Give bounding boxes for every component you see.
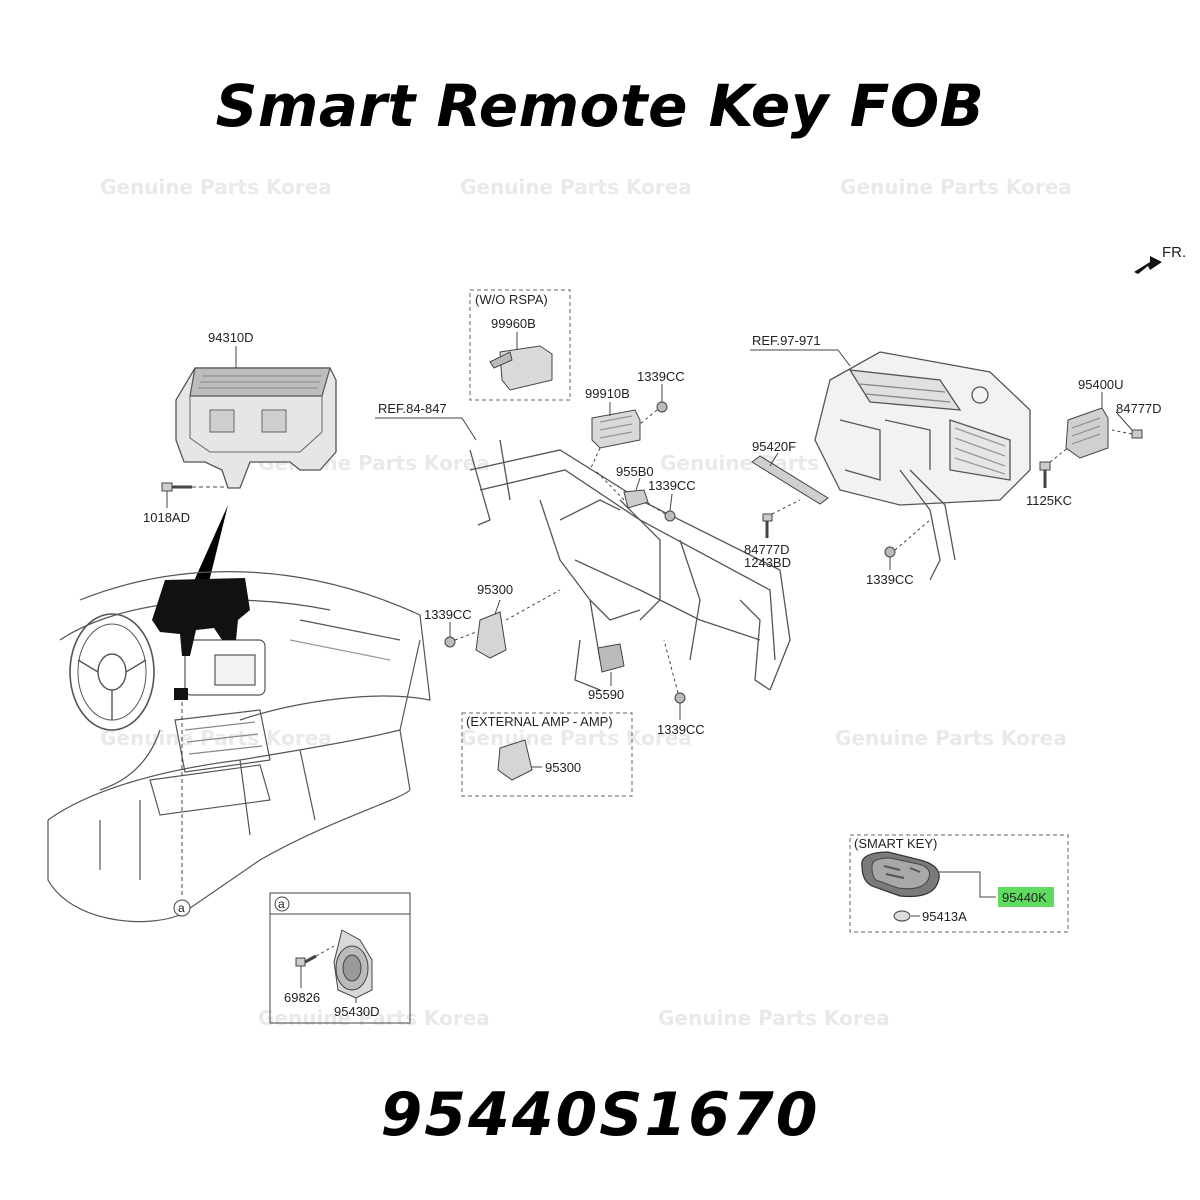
front-arrow-icon: [1134, 256, 1162, 274]
nut-1339CC-right: [884, 519, 931, 570]
label-95430D: 95430D: [334, 1004, 380, 1019]
label-99960B: 99960B: [491, 316, 536, 331]
detail-box-a: a: [269, 892, 411, 1024]
location-pointer: [190, 505, 228, 594]
switch-location-highlight: [174, 688, 188, 700]
switch-95430D: [333, 929, 373, 999]
watermark: Genuine Parts Korea: [840, 175, 1072, 199]
hvac-unit: [814, 351, 1031, 581]
label-84777D-left: 84777D: [744, 542, 790, 557]
steering-wheel-icon: [69, 613, 155, 731]
label-1339CC-bottom: 1339CC: [657, 722, 705, 737]
group-smart-key: (SMART KEY): [854, 836, 937, 851]
label-99910B: 99910B: [585, 386, 630, 401]
wo-rspa-group: [469, 289, 571, 401]
label-1018AD: 1018AD: [143, 510, 190, 525]
label-69826: 69826: [284, 990, 320, 1005]
label-955B0: 955B0: [616, 464, 654, 479]
watermark: Genuine Parts Korea: [258, 1006, 490, 1030]
label-1339CC-right: 1339CC: [866, 572, 914, 587]
module-95300-amp: [497, 739, 542, 781]
watermark: Genuine Parts Korea: [100, 726, 332, 750]
label-95413A: 95413A: [922, 909, 967, 924]
nut-1339CC-bottom: [663, 639, 686, 720]
label-95420F: 95420F: [752, 439, 796, 454]
screw-69826: [295, 945, 335, 988]
label-1125KC: 1125KC: [1026, 493, 1072, 508]
control-unit-94310D: [175, 367, 337, 489]
watermark: Genuine Parts Korea: [460, 175, 692, 199]
group-external-amp: (EXTERNAL AMP - AMP): [466, 714, 613, 729]
front-label: FR.: [1162, 244, 1186, 261]
module-95300-main: [475, 589, 561, 659]
smart-key-group: [849, 834, 1069, 933]
bolt-84777D-left: [762, 499, 801, 538]
label-1243BD: 1243BD: [744, 555, 791, 570]
label-1339CC-left: 1339CC: [424, 607, 472, 622]
label-95400U: 95400U: [1078, 377, 1124, 392]
highlight-95440K: [998, 887, 1054, 907]
ref-84-847: REF.84-847: [378, 401, 447, 416]
battery-95413A: [893, 910, 920, 922]
label-84777D-right: 84777D: [1116, 401, 1162, 416]
module-99910B: [591, 409, 641, 449]
label-94310D: 94310D: [208, 330, 254, 345]
external-amp-group: [461, 712, 633, 797]
module-95400U: [1065, 392, 1109, 459]
bolt-1125KC: [1039, 447, 1069, 488]
smart-key-fob-95440K: [861, 851, 940, 898]
detail-callout-a: a: [278, 897, 285, 911]
cowl-crossbar: [469, 439, 791, 691]
antenna-95420F: [751, 452, 829, 505]
sensor-955B0: [594, 469, 649, 509]
sensor-99960B: [489, 345, 553, 391]
nut-1339CC-top: [639, 384, 668, 425]
label-95300-amp: 95300: [545, 760, 581, 775]
bolt-84777D-right: [1111, 411, 1143, 439]
front-direction-indicator: FR.: [1134, 244, 1186, 274]
label-95440K: 95440K: [1002, 890, 1047, 905]
label-95300-main: 95300: [477, 582, 513, 597]
dashboard-illustration: [47, 571, 431, 923]
group-wo-rspa: (W/O RSPA): [475, 292, 548, 307]
ref-97-971: REF.97-971: [752, 333, 821, 348]
page-title: Smart Remote Key FOB: [215, 72, 985, 140]
watermark: Genuine Parts Korea: [460, 726, 692, 750]
module-95590: [597, 643, 625, 686]
watermark: Genuine Parts Korea: [100, 175, 332, 199]
watermark: Genuine Parts Korea: [835, 726, 1067, 750]
label-1339CC-top: 1339CC: [637, 369, 685, 384]
callout-a: a: [178, 901, 185, 915]
part-number: 95440S1670: [380, 1080, 820, 1150]
label-1339CC-mid: 1339CC: [648, 478, 696, 493]
label-95590: 95590: [588, 687, 624, 702]
nut-1339CC-left: [444, 622, 477, 648]
nut-1339CC-mid: [647, 493, 676, 522]
bolt-1018AD: [161, 482, 226, 508]
watermark: Genuine Parts Korea: [658, 1006, 890, 1030]
module-location-highlight: [152, 578, 250, 656]
